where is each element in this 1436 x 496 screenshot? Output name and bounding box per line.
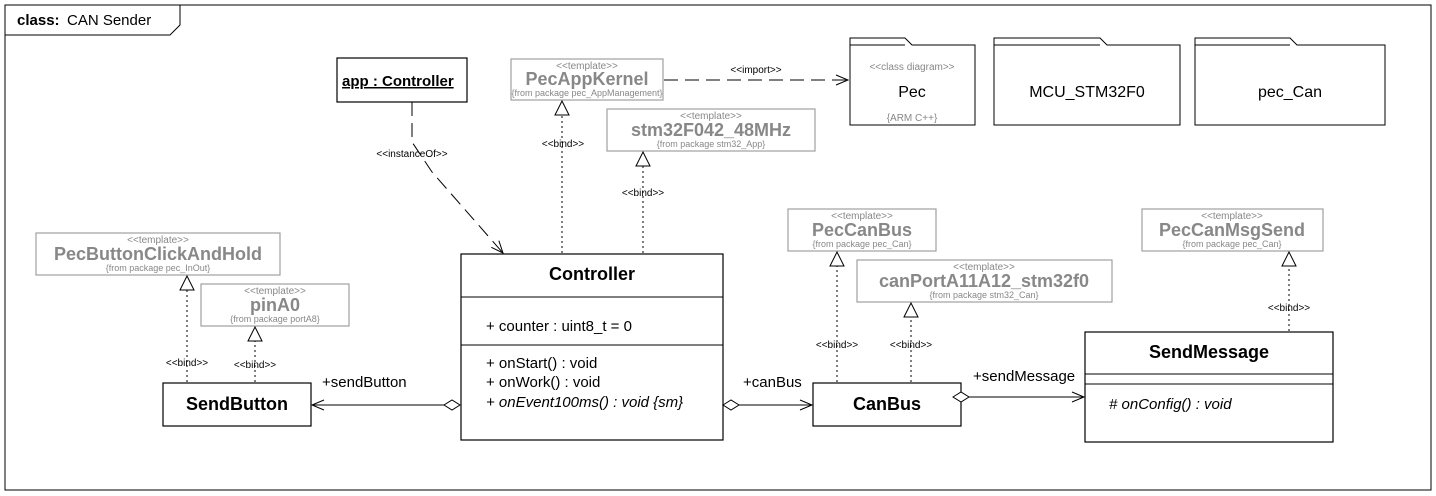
- template-stereotype: <<template>>: [831, 211, 893, 222]
- bind-can-bus-can-port[interactable]: <<bind>>: [890, 303, 932, 382]
- class-name: SendButton: [186, 394, 288, 414]
- bind-label: <<bind>>: [816, 340, 858, 351]
- bind-send-button-pin-a0[interactable]: <<bind>>: [234, 327, 276, 382]
- bind-label: <<bind>>: [1268, 303, 1310, 314]
- template-name: PecAppKernel: [525, 69, 648, 89]
- attribute-counter: + counter : uint8_t = 0: [486, 318, 632, 335]
- template-stereotype: <<template>>: [680, 111, 742, 122]
- frame-title: CAN Sender: [67, 12, 151, 29]
- bind-label: <<bind>>: [542, 139, 584, 150]
- role-send-button: +sendButton: [322, 374, 407, 391]
- package-pec-name: Pec: [898, 84, 926, 101]
- template-name: PecButtonClickAndHold: [54, 244, 262, 264]
- aggregation-can-bus[interactable]: +canBus: [723, 374, 812, 405]
- class-controller[interactable]: Controller + counter : uint8_t = 0 + onS…: [460, 253, 724, 441]
- package-pec-can[interactable]: pec_Can: [1194, 37, 1386, 126]
- bind-send-message-pec-can-msg-send[interactable]: <<bind>>: [1268, 252, 1310, 331]
- template-can-port[interactable]: <<template>> canPortA11A12_stm32f0 {from…: [856, 259, 1113, 303]
- class-send-button[interactable]: SendButton: [162, 382, 312, 427]
- instance-label: app : Controller: [342, 73, 454, 90]
- template-stereotype: <<template>>: [1201, 211, 1263, 222]
- import-label: <<import>>: [730, 65, 781, 76]
- template-pec-can-bus[interactable]: <<template>> PecCanBus {from package pec…: [787, 208, 937, 252]
- package-pec[interactable]: <<class diagram>> Pec {ARM C++}: [849, 37, 976, 126]
- bind-label: <<bind>>: [622, 188, 664, 199]
- diagram-frame: class: CAN Sender: [4, 4, 1432, 491]
- template-pec-app-kernel[interactable]: <<template>> PecAppKernel {from package …: [510, 58, 664, 101]
- instance-of-dependency[interactable]: <<instanceOf>>: [376, 102, 503, 253]
- template-origin: {from package portA8}: [230, 314, 320, 324]
- template-name: canPortA11A12_stm32f0: [879, 271, 1089, 291]
- role-send-message: +sendMessage: [973, 368, 1075, 385]
- role-can-bus: +canBus: [743, 374, 802, 391]
- template-origin: {from package pec_InOut}: [106, 263, 211, 273]
- class-name: Controller: [549, 264, 635, 284]
- template-name: stm32F042_48MHz: [631, 120, 791, 140]
- package-pec-stereotype: <<class diagram>>: [869, 62, 954, 73]
- instance-app-controller[interactable]: app : Controller: [336, 57, 468, 103]
- template-stereotype: <<template>>: [244, 286, 306, 297]
- template-stereotype: <<template>>: [953, 262, 1015, 273]
- template-origin: {from package pec_Can}: [812, 239, 911, 249]
- package-mcu-name: MCU_STM32F0: [1029, 84, 1145, 101]
- template-name: PecCanMsgSend: [1159, 220, 1305, 240]
- instance-of-label: <<instanceOf>>: [376, 149, 447, 160]
- template-origin: {from package stm32_Can}: [929, 290, 1038, 300]
- template-stm32f042[interactable]: <<template>> stm32F042_48MHz {from packa…: [606, 108, 816, 152]
- frame-keyword: class:: [17, 12, 60, 29]
- bind-controller-stm32[interactable]: <<bind>>: [622, 152, 664, 253]
- template-origin: {from package pec_AppManagement}: [511, 88, 662, 98]
- bind-label: <<bind>>: [890, 340, 932, 351]
- template-name: pinA0: [250, 295, 300, 315]
- template-origin: {from package pec_Can}: [1182, 239, 1281, 249]
- template-name: PecCanBus: [812, 220, 912, 240]
- import-dependency[interactable]: <<import>>: [664, 65, 848, 80]
- package-pec-can-name: pec_Can: [1258, 84, 1322, 101]
- template-origin: {from package stm32_App}: [657, 139, 766, 149]
- bind-label: <<bind>>: [166, 358, 208, 369]
- operation-on-event-100ms: + onEvent100ms() : void {sm}: [486, 394, 683, 411]
- package-mcu-stm32f0[interactable]: MCU_STM32F0: [993, 37, 1181, 126]
- operation-on-work: + onWork() : void: [486, 374, 600, 391]
- bind-controller-pec-app-kernel[interactable]: <<bind>>: [542, 101, 584, 253]
- template-stereotype: <<template>>: [556, 61, 618, 72]
- aggregation-send-message[interactable]: +sendMessage: [953, 368, 1084, 397]
- class-name: SendMessage: [1149, 342, 1269, 362]
- aggregation-send-button[interactable]: +sendButton: [312, 374, 460, 405]
- bind-send-button-click-hold[interactable]: <<bind>>: [166, 276, 208, 382]
- class-name: CanBus: [853, 394, 921, 414]
- template-pin-a0[interactable]: <<template>> pinA0 {from package portA8}: [200, 283, 350, 327]
- template-pec-can-msg-send[interactable]: <<template>> PecCanMsgSend {from package…: [1141, 208, 1324, 252]
- template-pec-button-click-and-hold[interactable]: <<template>> PecButtonClickAndHold {from…: [35, 232, 281, 276]
- class-can-bus[interactable]: CanBus: [812, 382, 962, 427]
- bind-label: <<bind>>: [234, 360, 276, 371]
- template-stereotype: <<template>>: [127, 235, 189, 246]
- operation-on-start: + onStart() : void: [486, 355, 597, 372]
- operation-on-config: # onConfig() : void: [1109, 396, 1232, 413]
- package-pec-note: {ARM C++}: [887, 113, 938, 124]
- class-send-message[interactable]: SendMessage # onConfig() : void: [1084, 331, 1334, 443]
- bind-can-bus-pec-can-bus[interactable]: <<bind>>: [816, 252, 858, 382]
